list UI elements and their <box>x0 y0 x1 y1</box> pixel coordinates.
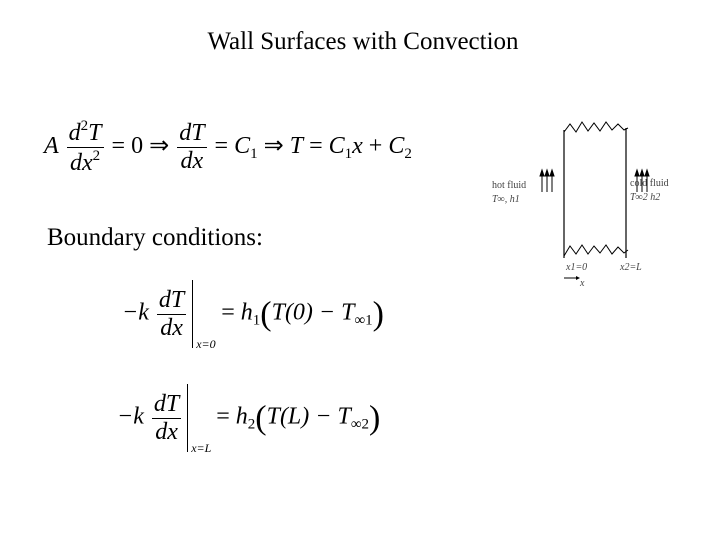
cold-fluid-label: cold fluid <box>630 178 669 189</box>
bc1-at: x=0 <box>196 337 216 351</box>
bc1-h: h <box>240 299 253 326</box>
bc1-open: ( <box>260 295 272 333</box>
eq-A: A <box>44 133 59 160</box>
bc2-body: T(L) − T <box>266 403 351 430</box>
eq-sup2: 2 <box>80 118 89 134</box>
cold-fluid-params: T∞2 h2 <box>630 192 660 203</box>
eq-C2-sub: 2 <box>404 146 412 163</box>
eq-equals: = <box>214 133 229 160</box>
eq-equals-zero: = 0 <box>111 133 144 160</box>
eq-C1b-sub: 1 <box>344 146 353 163</box>
x1-label: x1=0 <box>565 262 587 273</box>
bc2-T-sub: ∞2 <box>350 416 370 433</box>
boundary-condition-1: −k dT dx x=0 = h1(T(0) − T∞1) <box>122 280 384 351</box>
eq-x: x <box>352 133 363 160</box>
bc2-close: ) <box>369 399 381 437</box>
bc1-num: dT <box>158 286 185 313</box>
bc2-h-sub: 2 <box>247 416 256 433</box>
x-axis-arrowhead <box>576 276 580 280</box>
bc1-T-sub: ∞1 <box>354 312 373 329</box>
eq-sup2-den: 2 <box>92 148 101 164</box>
bc1-equals: = <box>221 299 235 326</box>
bc1-h-sub: 1 <box>252 312 261 329</box>
bc1-fraction: dT dx <box>156 286 187 342</box>
eq-d: d <box>68 120 81 146</box>
bc2-at: x=L <box>191 441 212 455</box>
bc1-den: dx <box>156 313 187 342</box>
bc2-eval-bar: x=L <box>187 384 211 455</box>
bc2-num: dT <box>153 390 180 417</box>
first-derivative-fraction: dT dx <box>177 120 207 175</box>
bc1-lhs: −k <box>122 299 149 326</box>
bc1-eval-bar: x=0 <box>192 280 216 351</box>
bc2-fraction: dT dx <box>151 390 182 446</box>
eq-implies: ⇒ <box>149 133 170 160</box>
x2-label: x2=L <box>619 262 642 273</box>
eq-rhs-equals: = <box>309 133 323 160</box>
eq-C1b: C <box>328 133 345 160</box>
eq-T: T <box>88 120 102 146</box>
eq-C1: C <box>234 133 251 160</box>
cold-fluid-arrows <box>634 168 650 192</box>
eq-T2: T <box>289 133 304 160</box>
eq-dT: dT <box>179 120 205 146</box>
heat-equation: A d2T dx2 = 0 ⇒ dT dx = C1 ⇒ T = C1x + C… <box>44 118 412 177</box>
hot-fluid-arrows <box>539 168 555 192</box>
wall-top-edge <box>563 121 629 133</box>
bc2-equals: = <box>216 403 230 430</box>
eq-C2: C <box>388 133 405 160</box>
hot-fluid-params: T∞, h1 <box>492 194 520 205</box>
boundary-conditions-label: Boundary conditions: <box>47 224 263 251</box>
bc2-den: dx <box>151 417 182 446</box>
bc1-close: ) <box>372 295 384 333</box>
bc2-h: h <box>235 403 248 430</box>
second-derivative-fraction: d2T dx2 <box>66 118 104 177</box>
hot-fluid-label: hot fluid <box>492 180 526 191</box>
slide-title: Wall Surfaces with Convection <box>207 28 519 55</box>
bc1-body: T(0) − T <box>271 299 355 326</box>
eq-dx: dx <box>70 150 93 176</box>
boundary-condition-2: −k dT dx x=L = h2(T(L) − T∞2) <box>117 384 381 455</box>
eq-C1-sub: 1 <box>250 146 258 163</box>
eq-plus: + <box>368 133 383 160</box>
x-axis-label: x <box>579 278 585 289</box>
bc2-open: ( <box>255 399 267 437</box>
wall-bottom-edge <box>563 244 629 257</box>
bc2-lhs: −k <box>117 403 144 430</box>
wall-convection-diagram: hot fluid T∞, h1 cold fluid T∞2 h2 x1=0 … <box>492 121 669 289</box>
eq-implies-2: ⇒ <box>263 133 284 160</box>
eq-dx-1: dx <box>177 147 207 175</box>
